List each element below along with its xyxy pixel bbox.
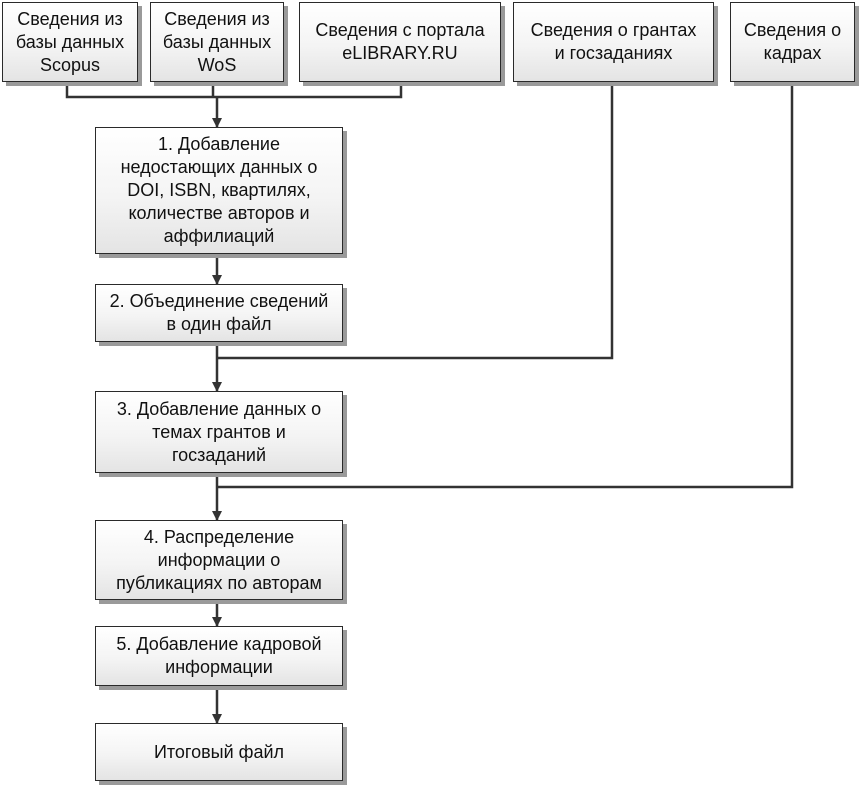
source-grants-box: Сведения о грантах и госзаданиях [513, 2, 714, 82]
source-elibrary-box: Сведения с портала eLIBRARY.RU [299, 2, 501, 82]
step3-box: 3. Добавление данных о темах грантов и г… [95, 391, 343, 473]
connector-grants [217, 82, 614, 360]
source-wos-box: Сведения из базы данных WoS [150, 2, 284, 82]
connector-staff [217, 82, 794, 489]
connector-scopus [65, 82, 403, 99]
step1-box: 1. Добавление недостающих данных о DOI, … [95, 127, 343, 254]
source-scopus-box: Сведения из базы данных Scopus [2, 2, 138, 82]
final-file-box: Итоговый файл [95, 723, 343, 781]
source-staff-box: Сведения о кадрах [730, 2, 855, 82]
step5-box: 5. Добавление кадровой информации [95, 626, 343, 686]
step2-box: 2. Объединение сведений в один файл [95, 284, 343, 342]
step4-box: 4. Распределение информации о публикация… [95, 520, 343, 600]
